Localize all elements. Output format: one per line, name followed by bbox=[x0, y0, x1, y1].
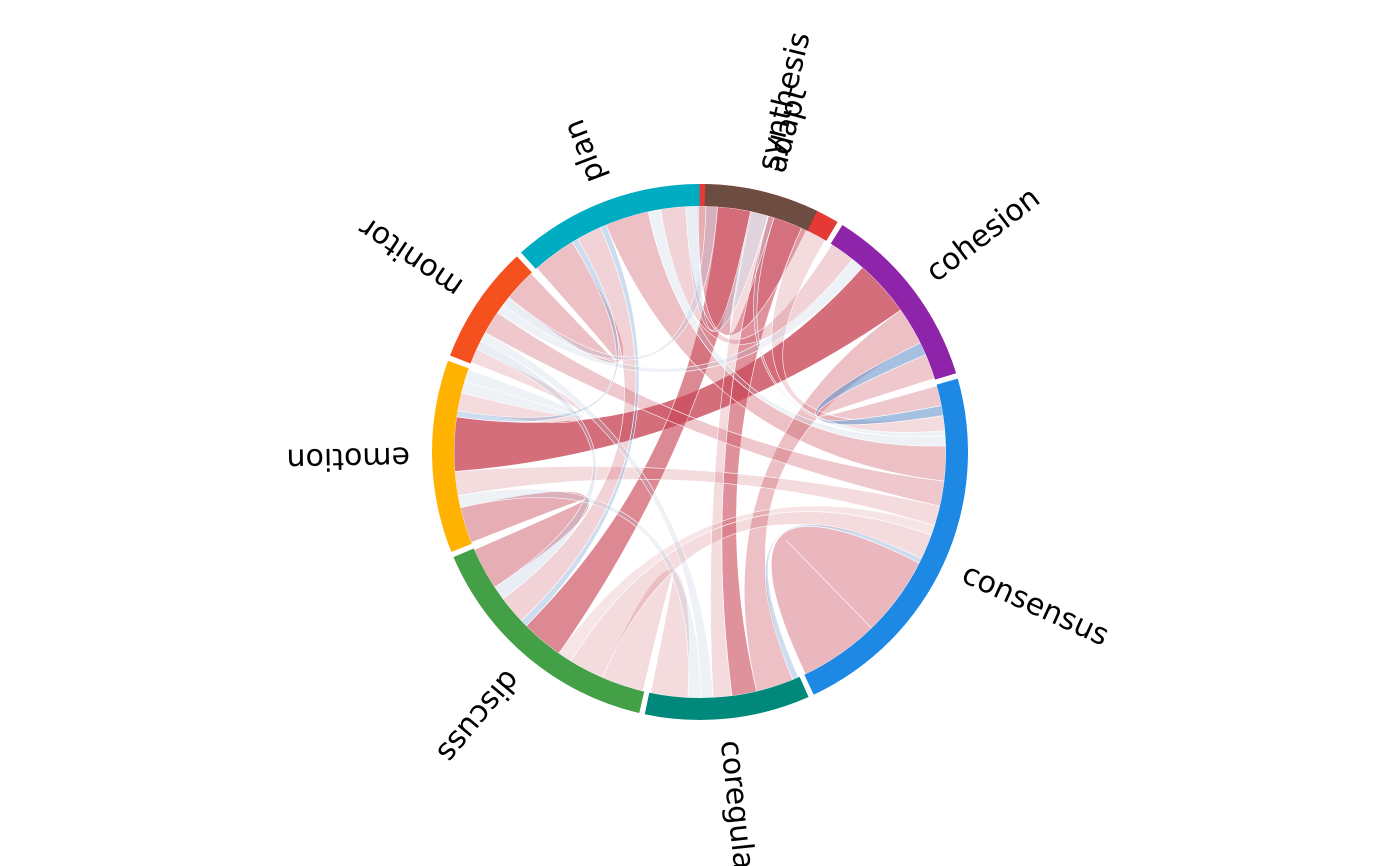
node-label-cohesion: cohesion bbox=[919, 180, 1046, 289]
node-label-consensus: consensus bbox=[957, 556, 1115, 653]
arc-consensus bbox=[804, 378, 969, 695]
chord-synthesis-to-coregulate bbox=[710, 211, 769, 698]
node-label-plan: plan bbox=[557, 115, 613, 188]
node-arcs bbox=[431, 183, 969, 720]
chord-coregulate-to-discuss bbox=[602, 569, 690, 699]
arc-discuss bbox=[453, 548, 645, 714]
arc-monitor bbox=[449, 256, 532, 364]
chord-adapt-to-plan bbox=[685, 205, 769, 332]
arc-synthesis bbox=[704, 184, 818, 231]
node-label-discuss: discuss bbox=[430, 663, 527, 770]
node-labels: adaptcohesionconsensuscoregulatediscusse… bbox=[286, 29, 1114, 866]
node-label-coregulate: coregulate bbox=[713, 739, 765, 866]
arc-coregulate bbox=[644, 676, 809, 720]
node-label-emotion: emotion bbox=[286, 440, 410, 477]
arc-cohesion bbox=[830, 224, 957, 380]
chord-coregulate-to-consensus bbox=[765, 524, 923, 681]
chord-plan-to-cohesion bbox=[660, 206, 854, 345]
chord-discuss-to-consensus bbox=[558, 505, 936, 662]
node-label-monitor: monitor bbox=[352, 209, 469, 304]
arc-emotion bbox=[431, 360, 472, 552]
chord-links bbox=[453, 205, 947, 699]
arc-plan bbox=[521, 184, 700, 269]
chord-consensus-to-cohesion bbox=[815, 342, 944, 425]
